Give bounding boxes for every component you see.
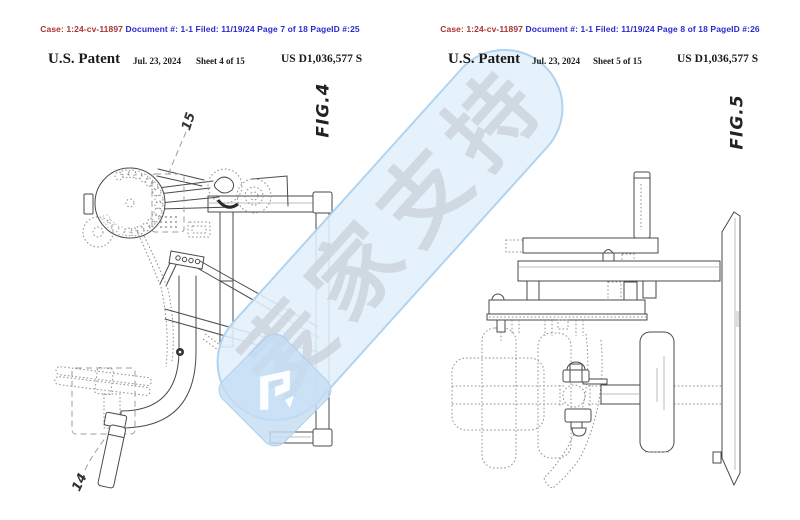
us-patent-title-left: U.S. Patent: [48, 51, 121, 67]
disc-hole-ring: [101, 169, 164, 237]
logo-glyph: [260, 370, 294, 410]
patent-number-right: US D1,036,577 S: [677, 53, 759, 65]
case-number: Case: 1:24-cv-11897: [440, 24, 523, 34]
sheet-count-left: Sheet 4 of 15: [196, 56, 245, 66]
patent-drawings: [54, 131, 741, 489]
foot-post: [97, 424, 127, 489]
sheet-count-right: Sheet 5 of 15: [593, 56, 642, 66]
case-header-right: Case: 1:24-cv-11897 Document #: 1-1 File…: [400, 24, 800, 34]
docket-info: Document #: 1-1 Filed: 11/19/24 Page 8 o…: [525, 24, 760, 34]
dot-grid: [160, 216, 177, 228]
case-header-left: Case: 1:24-cv-11897 Document #: 1-1 File…: [0, 24, 400, 34]
foot-pegs: [54, 366, 152, 396]
docket-info: Document #: 1-1 Filed: 11/19/24 Page 7 o…: [125, 24, 360, 34]
patent-date-left: Jul. 23, 2024: [133, 56, 182, 66]
fig5-drawing: [451, 171, 741, 489]
pj-shield-logo-icon: [212, 327, 338, 453]
patent-number-left: US D1,036,577 S: [281, 53, 363, 65]
case-number: Case: 1:24-cv-11897: [40, 24, 123, 34]
